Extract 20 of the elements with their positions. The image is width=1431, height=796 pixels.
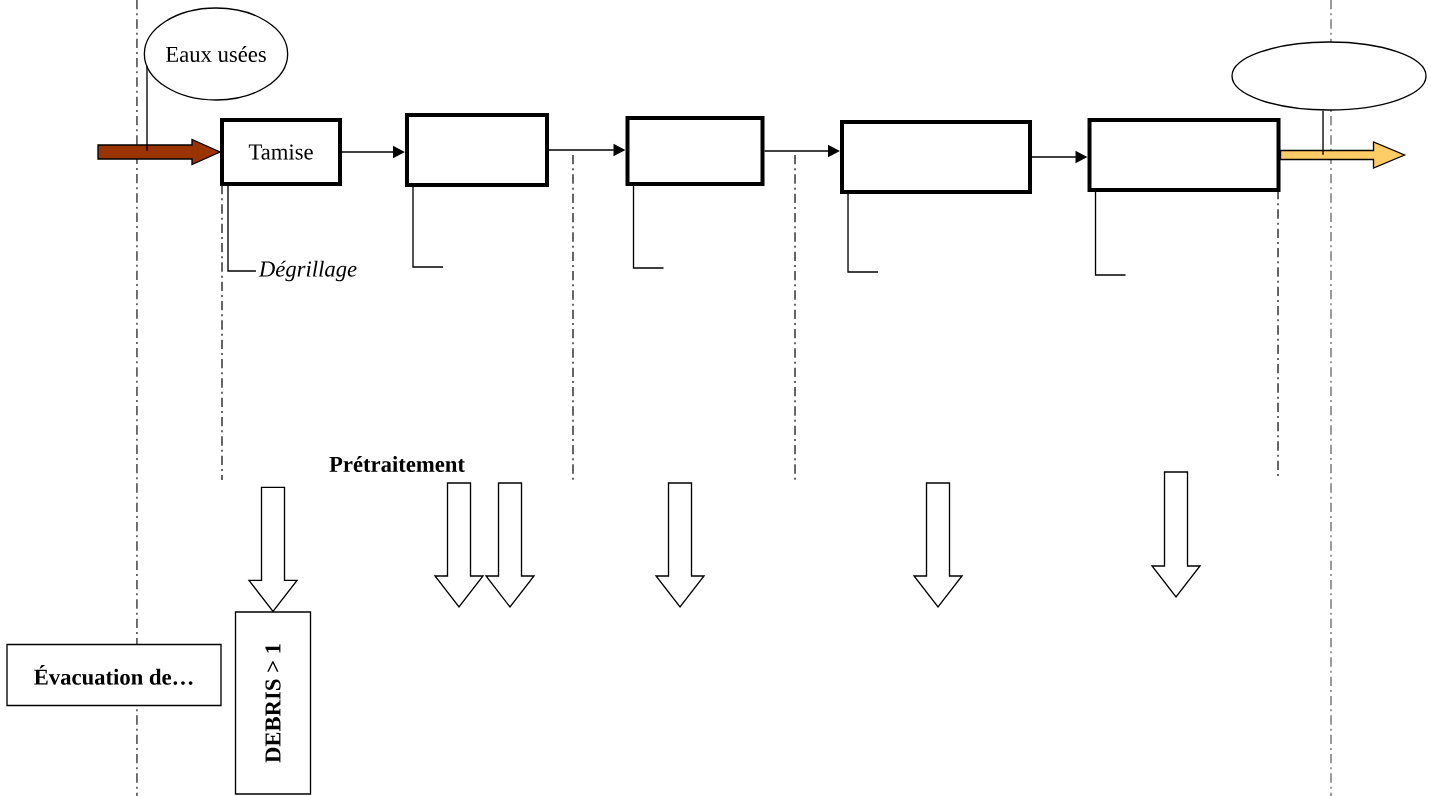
ellipse bbox=[1231, 41, 1427, 111]
section-label: Prétraitement bbox=[329, 456, 465, 472]
process-box bbox=[405, 113, 549, 187]
block-arrow bbox=[97, 138, 222, 166]
leader-line bbox=[227, 185, 257, 272]
process-box bbox=[840, 120, 1032, 194]
leader-line bbox=[632, 185, 665, 269]
process-box bbox=[625, 116, 765, 186]
leader-line bbox=[847, 193, 879, 273]
leader-line bbox=[146, 65, 148, 152]
process-box bbox=[1087, 118, 1281, 192]
block-arrow bbox=[1279, 141, 1407, 169]
label-box: DEBRIS > 1 bbox=[234, 611, 312, 795]
leader-text: Dégrillage bbox=[258, 260, 357, 282]
leader-line bbox=[1322, 110, 1324, 156]
leader-line bbox=[412, 186, 444, 268]
process-box: Tamise bbox=[220, 118, 342, 186]
label-box: Évacuation de… bbox=[6, 643, 222, 707]
leader-line bbox=[1094, 191, 1127, 276]
block-arrow bbox=[247, 486, 299, 613]
